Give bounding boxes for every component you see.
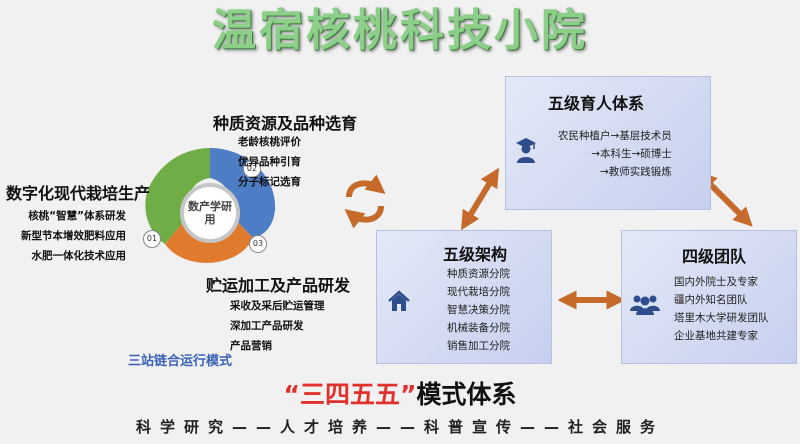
group-title-germplasm: 种质资源及品种选育	[213, 114, 358, 133]
list-item: 水肥一体化技术应用	[31, 250, 127, 262]
training-list: 农民种植户→基层技术员 →本科生→硕博士 →教师实践锻炼	[558, 127, 672, 181]
model-rest: 模式体系	[416, 380, 517, 409]
processing-list: 采收及采后贮运管理 深加工产品研发 产品营销	[230, 296, 325, 356]
list-item: 国内外院士及专家	[674, 276, 758, 288]
list-item: 疆内外知名团队	[674, 294, 748, 306]
team-icon	[630, 295, 660, 315]
graduate-icon	[516, 138, 536, 163]
house-icon	[388, 290, 410, 311]
cycle-center-label: 数产学研用	[180, 183, 240, 243]
list-item: 深加工产品研发	[230, 320, 304, 332]
box-four-level-team: 四级团队 国内外院士及专家 疆内外知名团队 塔里木大学研发团队 企业基地共建专家	[621, 230, 797, 364]
germplasm-list: 老龄核桃评价 优异品种引育 分子标记选育	[238, 132, 301, 192]
list-item: 核桃“智慧”体系研发	[28, 210, 126, 222]
box-title: 五级架构	[443, 245, 508, 264]
group-title-processing: 贮运加工及产品研发	[206, 276, 351, 295]
list-item: 农民种植户→基层技术员	[558, 130, 672, 142]
box-title: 五级育人体系	[548, 94, 645, 113]
node-number: 03	[249, 235, 267, 253]
list-item: 采收及采后贮运管理	[230, 300, 325, 312]
list-item: 销售加工分院	[447, 340, 510, 352]
arrow-training-team	[697, 171, 753, 227]
model-quoted: “三四五五”	[283, 380, 417, 409]
list-item: 分子标记选育	[238, 176, 301, 188]
cycle-loop-icon	[344, 174, 386, 229]
arrow-structure-training	[461, 167, 499, 231]
footer-slogan: 科学研究——人才培养——科普宣传——社会服务	[135, 418, 664, 436]
node-number: 01	[143, 230, 161, 248]
structure-list: 种质资源分院 现代栽培分院 智慧决策分院 机械装备分院 销售加工分院	[447, 265, 510, 355]
list-item: 企业基地共建专家	[674, 330, 758, 342]
list-item: 智慧决策分院	[447, 304, 510, 316]
list-item: 现代栽培分院	[447, 286, 510, 298]
list-item: 老龄核桃评价	[238, 136, 301, 148]
model-system-title: “三四五五”模式体系	[0, 375, 800, 411]
list-item: 产品营销	[230, 340, 272, 352]
cultivation-list: 核桃“智慧”体系研发 新型节本增效肥料应用 水肥一体化技术应用	[14, 206, 126, 266]
box-five-level-structure: 五级架构 种质资源分院 现代栽培分院 智慧决策分院 机械装备分院 销售加工分院	[376, 230, 552, 364]
list-item: 机械装备分院	[447, 322, 510, 334]
list-item: 塔里木大学研发团队	[674, 312, 769, 324]
list-item: →教师实践锻炼	[600, 166, 672, 178]
team-list: 国内外院士及专家 疆内外知名团队 塔里木大学研发团队 企业基地共建专家	[674, 273, 769, 345]
three-station-cycle: 02 01 03 数产学研用	[135, 140, 285, 280]
box-five-level-training: 五级育人体系 农民种植户→基层技术员 →本科生→硕博士 →教师实践锻炼	[505, 76, 711, 210]
list-item: 优异品种引育	[238, 156, 301, 168]
page-title: 温宿核桃科技小院	[212, 5, 588, 56]
list-item: →本科生→硕博士	[591, 148, 672, 160]
list-item: 新型节本增效肥料应用	[21, 230, 126, 242]
cycle-caption: 三站链合运行模式	[128, 354, 233, 369]
cycle-segment-green	[145, 148, 210, 244]
box-title: 四级团队	[682, 247, 747, 266]
node-number: 02	[243, 160, 261, 178]
list-item: 种质资源分院	[447, 268, 510, 280]
group-title-cultivation: 数字化现代栽培生产	[6, 184, 151, 203]
